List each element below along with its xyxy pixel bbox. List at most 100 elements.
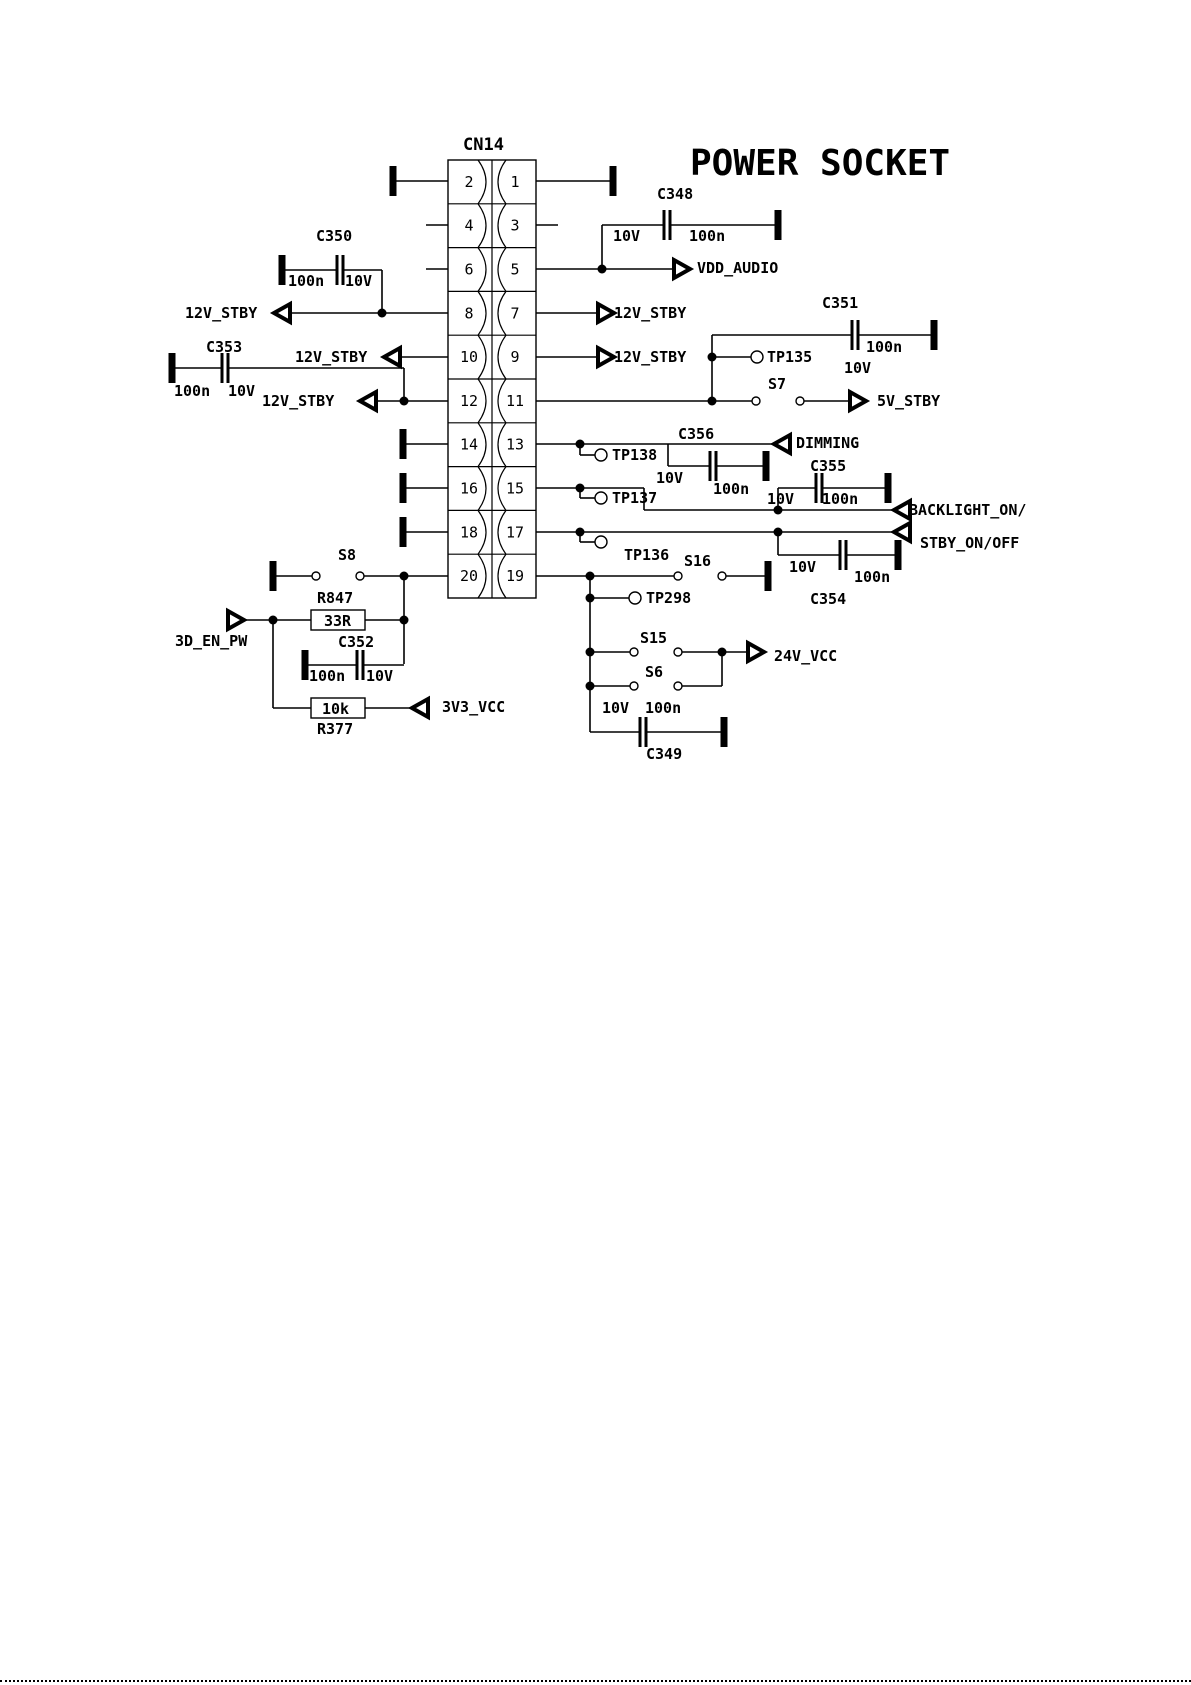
net-arrow-vdd-audio bbox=[672, 256, 695, 282]
net-arrow-12v-stby bbox=[596, 300, 619, 326]
c349-value: 100n bbox=[645, 699, 681, 717]
testpoint-tp138 bbox=[594, 448, 608, 462]
pin-number: 15 bbox=[506, 480, 524, 498]
net-label-backlight: BACKLIGHT_ON/ bbox=[909, 501, 1026, 519]
tp138-label: TP138 bbox=[612, 446, 657, 464]
c349-voltage: 10V bbox=[602, 699, 629, 717]
net-arrow-12v-stby bbox=[379, 344, 402, 370]
r847-value: 33R bbox=[324, 612, 352, 630]
resistor-r847: 33R R847 bbox=[310, 589, 366, 631]
net-label-vdd-audio: VDD_AUDIO bbox=[697, 259, 778, 277]
net-label-12v-stby: 12V_STBY bbox=[295, 348, 367, 366]
capacitor-c355: C355 10V 100n bbox=[767, 457, 892, 508]
net-arrow-dimming bbox=[769, 431, 792, 457]
resistor-r377: 10k R377 bbox=[310, 697, 366, 738]
s15-ref: S15 bbox=[640, 629, 667, 647]
testpoint-tp298 bbox=[628, 591, 642, 605]
r377-value: 10k bbox=[322, 700, 349, 718]
c353-value: 100n bbox=[174, 382, 210, 400]
net-label-dimming: DIMMING bbox=[796, 434, 859, 452]
pin-number: 1 bbox=[510, 173, 519, 191]
c356-ref: C356 bbox=[678, 425, 714, 443]
page-title: POWER SOCKET bbox=[690, 143, 950, 184]
switch-s8: S8 bbox=[269, 546, 448, 591]
s16-ref: S16 bbox=[684, 552, 711, 570]
capacitor-c356: C356 10V 100n bbox=[656, 425, 770, 498]
c354-voltage: 10V bbox=[789, 558, 816, 576]
pin-number: 17 bbox=[506, 523, 524, 541]
pin-number: 10 bbox=[460, 348, 478, 366]
pin-number: 16 bbox=[460, 480, 478, 498]
c351-value: 100n bbox=[866, 338, 902, 356]
capacitor-c351: C351 100n 10V bbox=[712, 294, 938, 377]
capacitor-c353: C353 100n 10V bbox=[168, 338, 405, 401]
testpoint-tp136 bbox=[594, 535, 608, 549]
net-arrow-5v-stby bbox=[848, 388, 871, 414]
c355-ref: C355 bbox=[810, 457, 846, 475]
pin-number: 11 bbox=[506, 392, 524, 410]
capacitor-c352: C352 100n 10V bbox=[301, 633, 404, 685]
c353-ref: C353 bbox=[206, 338, 242, 356]
net-label-stby-onoff: STBY_ON/OFF bbox=[920, 534, 1019, 552]
switch-s6: S6 bbox=[585, 652, 723, 691]
pin-number: 13 bbox=[506, 436, 524, 454]
capacitor-c348: C348 10V 100n bbox=[601, 185, 782, 269]
c352-voltage: 10V bbox=[366, 667, 393, 685]
pin-number: 12 bbox=[460, 392, 478, 410]
s6-ref: S6 bbox=[645, 663, 663, 681]
pin-number: 20 bbox=[460, 567, 478, 585]
pin-number: 14 bbox=[460, 436, 478, 454]
switch-s16: S16 bbox=[673, 552, 772, 591]
capacitor-c349: C349 10V 100n bbox=[590, 699, 728, 763]
r847-ref: R847 bbox=[317, 589, 353, 607]
net-arrow-3d-en-pw bbox=[226, 607, 249, 633]
net-arrow-3v3-vcc bbox=[407, 695, 430, 721]
net-label-5v-stby: 5V_STBY bbox=[877, 392, 940, 410]
c348-ref: C348 bbox=[657, 185, 693, 203]
s8-ref: S8 bbox=[338, 546, 356, 564]
connector-ref: CN14 bbox=[463, 135, 504, 155]
c356-voltage: 10V bbox=[656, 469, 683, 487]
net-label-24v-vcc: 24V_VCC bbox=[774, 647, 837, 665]
pin-number: 3 bbox=[510, 217, 519, 235]
tp137-label: TP137 bbox=[612, 489, 657, 507]
switch-s7: S7 bbox=[751, 375, 850, 406]
c354-ref: C354 bbox=[810, 590, 846, 608]
c351-ref: C351 bbox=[822, 294, 858, 312]
c350-value: 100n bbox=[288, 272, 324, 290]
r377-ref: R377 bbox=[317, 720, 353, 738]
tp298-label: TP298 bbox=[646, 589, 691, 607]
net-arrow-12v-stby bbox=[269, 300, 292, 326]
capacitor-c350: C350 100n 10V bbox=[278, 227, 383, 313]
tp136-label: TP136 bbox=[624, 546, 669, 564]
pin-number: 6 bbox=[464, 261, 473, 279]
pin-number: 18 bbox=[460, 523, 478, 541]
s7-ref: S7 bbox=[768, 375, 786, 393]
pin-number: 4 bbox=[464, 217, 473, 235]
tp135-label: TP135 bbox=[767, 348, 812, 366]
net-label-12v-stby: 12V_STBY bbox=[185, 304, 257, 322]
testpoint-tp137 bbox=[594, 491, 608, 505]
pin-number: 8 bbox=[464, 304, 473, 322]
pin-number: 5 bbox=[510, 261, 519, 279]
net-label-12v-stby: 12V_STBY bbox=[614, 304, 686, 322]
c348-voltage: 10V bbox=[613, 227, 640, 245]
c354-value: 100n bbox=[854, 568, 890, 586]
net-arrow-stby-onoff bbox=[889, 519, 912, 545]
c355-value: 100n bbox=[822, 490, 858, 508]
c355-voltage: 10V bbox=[767, 490, 794, 508]
c350-voltage: 10V bbox=[345, 272, 372, 290]
net-arrow-24v-vcc bbox=[746, 639, 769, 665]
c349-ref: C349 bbox=[646, 745, 682, 763]
pin-number: 7 bbox=[510, 304, 519, 322]
c352-value: 100n bbox=[309, 667, 345, 685]
c348-value: 100n bbox=[689, 227, 725, 245]
net-arrow-12v-stby bbox=[596, 344, 619, 370]
switch-s15: S15 bbox=[585, 629, 748, 657]
net-label-3d-en-pw: 3D_EN_PW bbox=[175, 632, 248, 650]
c356-value: 100n bbox=[713, 480, 749, 498]
net-arrow-backlight bbox=[889, 497, 912, 523]
net-label-12v-stby: 12V_STBY bbox=[614, 348, 686, 366]
pin-number: 19 bbox=[506, 567, 524, 585]
